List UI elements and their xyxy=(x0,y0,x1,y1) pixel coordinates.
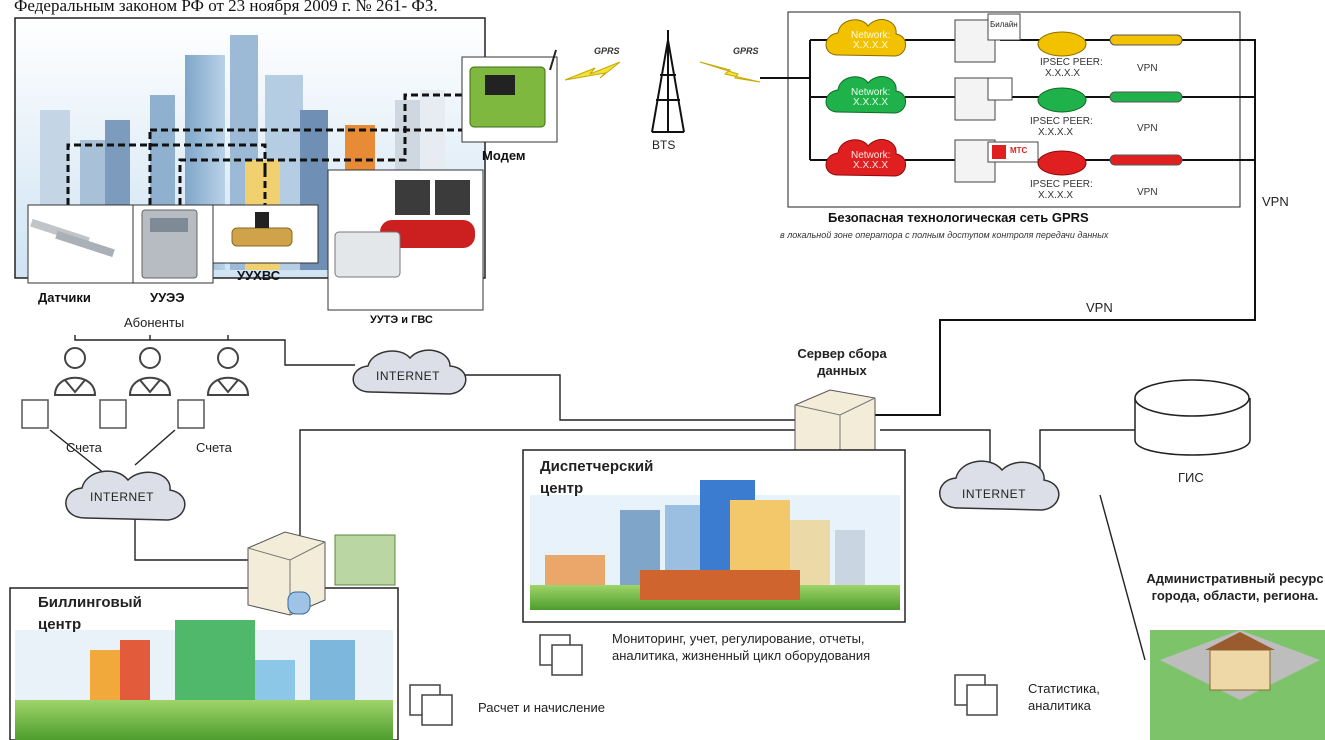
server-label: Сервер сбора данных xyxy=(797,346,887,378)
billing-title: Биллинговый центр xyxy=(38,594,142,633)
bills-left-label: Счета xyxy=(66,440,102,455)
ipsec-2-label: IPSEC PEER: xyxy=(1030,116,1093,127)
admin-picture xyxy=(1150,630,1325,740)
gprs-network-subtitle: в локальной зоне оператора с полным дост… xyxy=(780,230,1109,240)
network-links xyxy=(49,335,1150,661)
label-heat-meter: УУТЭ и ГВС xyxy=(370,314,433,326)
ipsec-3-value: X.X.X.X xyxy=(1038,190,1074,201)
gprs-bolts xyxy=(564,61,761,83)
ipsec-1-label: IPSEC PEER: xyxy=(1040,57,1103,68)
cloud-1-value: X.X.X.X xyxy=(853,40,889,51)
billing-center-box xyxy=(9,587,399,740)
gis-label: ГИС xyxy=(1178,470,1204,485)
cloud-1-label: Network: xyxy=(851,30,891,41)
subscribers-title: Абоненты xyxy=(124,315,185,330)
internet-right-label: INTERNET xyxy=(962,487,1026,501)
operator-logo-1: Билайн xyxy=(990,20,1018,29)
operator-servers xyxy=(954,13,1039,183)
operator-cloud-3 xyxy=(825,139,906,177)
label-sensors: Датчики xyxy=(38,290,91,305)
gprs-network-title: Безопасная технологическая сеть GPRS xyxy=(828,210,1089,225)
device-boxes xyxy=(27,49,558,311)
operator-cloud-2 xyxy=(825,76,906,114)
operator-logo-3: МТС xyxy=(1010,146,1028,155)
device-wiring xyxy=(66,93,470,205)
dispatch-title: Диспетчерский центр xyxy=(540,458,654,497)
vpn-pipes xyxy=(1109,34,1183,166)
label-bts: BTS xyxy=(652,138,676,152)
cloud-3-value: X.X.X.X xyxy=(853,160,889,171)
label-gprs-left: GPRS xyxy=(594,46,620,56)
gis-cylinder xyxy=(1134,379,1251,456)
cloud-3-label: Network: xyxy=(851,150,891,161)
gprs-network-bus xyxy=(760,39,1256,416)
vpn-right-label: VPN xyxy=(1262,194,1289,209)
subscriber-icons xyxy=(53,347,250,396)
label-water-meter: УУХВС xyxy=(237,268,281,283)
dispatch-center-box xyxy=(522,449,906,623)
report-icons xyxy=(409,634,998,726)
admin-caption: Статистика, аналитика xyxy=(1028,681,1100,713)
top-text: Федеральным законом РФ от 23 ноября 2009… xyxy=(14,0,438,15)
vpn-3-label: VPN xyxy=(1137,187,1158,198)
label-modem: Модем xyxy=(482,148,526,163)
internet-top-label: INTERNET xyxy=(376,369,440,383)
bills-right-label: Счета xyxy=(196,440,232,455)
label-gprs-right: GPRS xyxy=(733,46,759,56)
ipsec-discs xyxy=(1037,31,1087,176)
dispatch-caption: Мониторинг, учет, регулирование, отчеты,… xyxy=(612,631,871,663)
admin-title: Административный ресурс города, области,… xyxy=(1146,571,1324,603)
label-electricity-meter: УУЭЭ xyxy=(150,290,185,305)
gprs-network-frame xyxy=(787,11,1241,208)
ipsec-2-value: X.X.X.X xyxy=(1038,127,1074,138)
billing-server xyxy=(247,531,396,616)
vpn-center-label: VPN xyxy=(1086,300,1113,315)
vpn-1-label: VPN xyxy=(1137,63,1158,74)
internet-left-label: INTERNET xyxy=(90,490,154,504)
operator-cloud-1 xyxy=(825,19,906,57)
internet-clouds xyxy=(65,349,1060,521)
billing-caption: Расчет и начисление xyxy=(478,700,605,715)
cloud-2-label: Network: xyxy=(851,87,891,98)
ipsec-3-label: IPSEC PEER: xyxy=(1030,179,1093,190)
vpn-2-label: VPN xyxy=(1137,123,1158,134)
cloud-2-value: X.X.X.X xyxy=(853,97,889,108)
ipsec-1-value: X.X.X.X xyxy=(1045,68,1081,79)
bts-tower xyxy=(651,30,685,133)
bill-icons xyxy=(21,399,205,429)
